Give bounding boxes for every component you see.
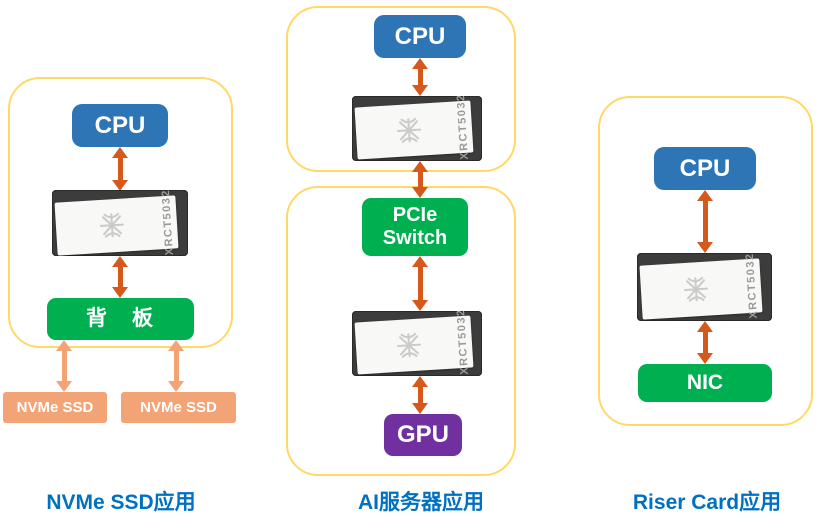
caption-ai-server: AI服务器应用 bbox=[358, 491, 484, 514]
chip-xrct5032-ai-bottom: XRCT5032 bbox=[352, 311, 482, 376]
cpu-node-nvme: CPU bbox=[72, 104, 168, 147]
arrow-chip-to-gpu bbox=[412, 376, 428, 414]
arrow-chip-to-pcie-switch bbox=[412, 161, 428, 198]
chip-part-number: XRCT5032 bbox=[744, 253, 761, 320]
arrow-cpu-to-chip-nvme bbox=[112, 147, 128, 191]
chip-xrct5032-nvme: XRCT5032 bbox=[52, 190, 188, 256]
arrow-cpu-to-chip-ai bbox=[412, 58, 428, 96]
chip-logo-icon bbox=[94, 207, 130, 243]
arrow-chip-to-nic bbox=[697, 321, 713, 364]
chip-part-number: XRCT5032 bbox=[159, 190, 177, 256]
arrow-cpu-to-chip-riser bbox=[697, 190, 713, 253]
gpu-node: GPU bbox=[384, 414, 462, 456]
chip-part-number: XRCT5032 bbox=[454, 96, 471, 161]
chip-logo-icon bbox=[391, 328, 427, 364]
chip-label-area: XRCT5032 bbox=[354, 311, 474, 376]
chip-xrct5032-ai-top: XRCT5032 bbox=[352, 96, 482, 161]
group-outline-riser-card bbox=[598, 96, 813, 426]
chip-label-area: XRCT5032 bbox=[54, 190, 179, 256]
chip-xrct5032-riser: XRCT5032 bbox=[637, 253, 772, 321]
chip-part-number: XRCT5032 bbox=[454, 311, 471, 376]
arrow-backplane-to-ssd-right bbox=[168, 340, 184, 392]
group-outline-ai-bottom bbox=[286, 186, 516, 476]
chip-logo-icon bbox=[678, 271, 714, 307]
chip-logo-icon bbox=[391, 113, 427, 149]
caption-riser-card: Riser Card应用 bbox=[632, 491, 782, 514]
cpu-node-ai: CPU bbox=[374, 15, 466, 58]
chip-label-area: XRCT5032 bbox=[639, 253, 763, 320]
arrow-pcie-switch-to-chip bbox=[412, 256, 428, 311]
group-outline-ai-top bbox=[286, 6, 516, 172]
chip-label-area: XRCT5032 bbox=[354, 96, 474, 161]
nic-node: NIC bbox=[638, 364, 772, 402]
backplane-node: 背 板 bbox=[47, 298, 194, 340]
group-outline-nvme-ssd bbox=[8, 77, 233, 348]
nvme-ssd-node-left: NVMe SSD bbox=[3, 392, 107, 423]
arrow-chip-to-backplane bbox=[112, 256, 128, 298]
caption-nvme-ssd: NVMe SSD应用 bbox=[46, 491, 196, 514]
nvme-ssd-node-right: NVMe SSD bbox=[121, 392, 236, 423]
cpu-node-riser: CPU bbox=[654, 147, 756, 190]
pcie-switch-node: PCIe Switch bbox=[362, 198, 468, 256]
arrow-backplane-to-ssd-left bbox=[56, 340, 72, 392]
